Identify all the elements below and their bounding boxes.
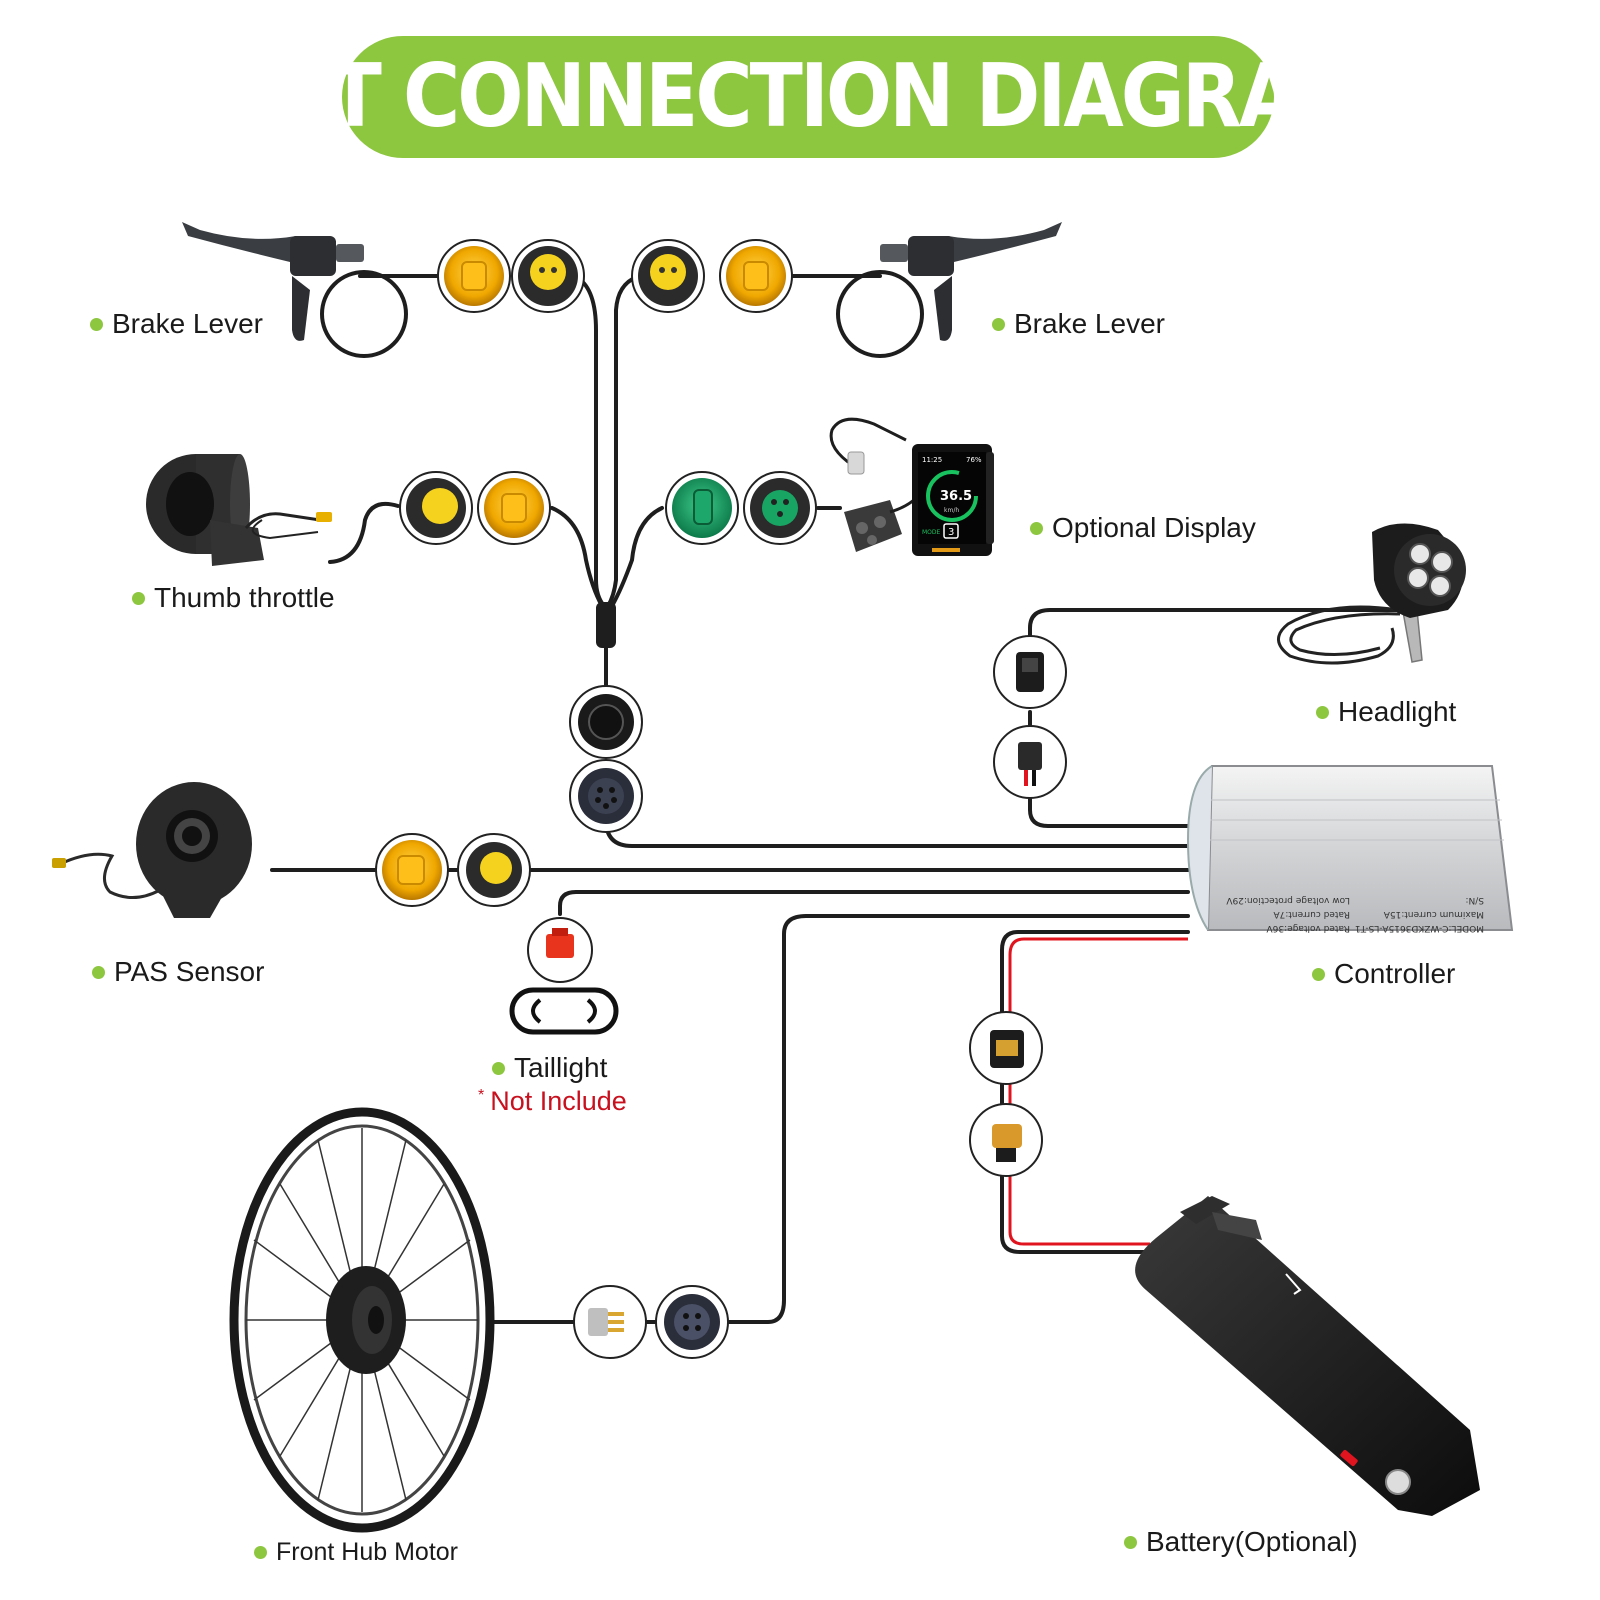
motor-connector-male: [573, 1285, 647, 1359]
taillight-connector: [527, 917, 593, 983]
label-battery: Battery(Optional): [1124, 1526, 1358, 1558]
bullet-dot: [492, 1061, 505, 1075]
motor-connector-female: [655, 1285, 729, 1359]
label-thumb-throttle: Thumb throttle: [132, 582, 335, 614]
bullet-dot: [92, 965, 105, 979]
label-text: Front Hub Motor: [276, 1538, 459, 1566]
headlight: [1277, 523, 1466, 665]
controller-rated-current: Rated current:7A: [1273, 909, 1350, 919]
display-connector-female: [665, 471, 739, 545]
label-headlight: Headlight: [1316, 696, 1456, 728]
taillight-unit: [509, 987, 619, 1035]
pas-sensor: [52, 782, 252, 918]
label-optional-display: Optional Display: [1030, 512, 1256, 544]
display-time: 11:25: [922, 456, 942, 464]
note-text: Not Include: [490, 1086, 627, 1116]
battery-pack: [1135, 1196, 1480, 1516]
controller-low-voltage: Low voltage protection:29V: [1225, 895, 1350, 905]
label-brake-lever-right: Brake Lever: [992, 308, 1165, 340]
controller-box: MODEL:C-WZKD3615A-LS-T1 Maximum current:…: [1186, 765, 1514, 933]
thumb-throttle: [146, 454, 332, 566]
bullet-dot: [1124, 1535, 1137, 1549]
headlight-connector-male: [993, 725, 1067, 799]
brake-connector-right-male: [631, 239, 705, 313]
controller-rated-voltage: Rated voltage:36V: [1266, 923, 1350, 933]
headlight-connector-female: [993, 635, 1067, 709]
pas-connector-female: [375, 833, 449, 907]
label-text: Thumb throttle: [154, 582, 335, 613]
label-controller: Controller: [1312, 958, 1455, 990]
harness-junction: [596, 602, 616, 648]
label-text: Brake Lever: [1014, 308, 1165, 339]
display-battery: 76%: [966, 456, 982, 464]
controller-model: MODEL:C-WZKD3615A-LS-T1: [1355, 923, 1484, 933]
label-pas-sensor: PAS Sensor: [92, 956, 264, 988]
display-speed: 36.5: [940, 489, 972, 504]
bullet-dot: [254, 1546, 267, 1559]
taillight-not-included-note: * Not Include: [478, 1086, 627, 1117]
label-text: Battery(Optional): [1146, 1526, 1358, 1557]
brake-connector-right-female: [719, 239, 793, 313]
label-text: PAS Sensor: [114, 956, 265, 987]
display-mode: MODE: [922, 529, 941, 536]
display-speed-unit: km/h: [944, 507, 959, 514]
bullet-dot: [90, 317, 103, 331]
label-text: Controller: [1334, 958, 1456, 989]
controller-max-current: Maximum current:15A: [1383, 909, 1484, 919]
label-text: Taillight: [514, 1052, 608, 1083]
brake-lever-right: [836, 222, 1062, 358]
label-taillight: Taillight: [492, 1052, 607, 1084]
brake-connector-left-male: [511, 239, 585, 313]
controller-sn: S/N:: [1465, 895, 1484, 905]
bullet-dot: [992, 317, 1005, 331]
throttle-connector-male: [399, 471, 473, 545]
pas-connector-male: [457, 833, 531, 907]
main-harness-connector-female: [569, 759, 643, 833]
brake-lever-left: [182, 222, 408, 358]
label-text: Brake Lever: [112, 308, 263, 339]
label-text: Headlight: [1338, 696, 1457, 727]
bullet-dot: [132, 591, 145, 605]
front-hub-motor: [229, 1107, 495, 1533]
battery-connector-female: [969, 1011, 1043, 1085]
bullet-dot: [1030, 521, 1043, 535]
page-title: KIT CONNECTION DIAGRAM: [245, 46, 1374, 148]
display-connector-male: [743, 471, 817, 545]
brake-connector-left-female: [437, 239, 511, 313]
display-unit: 11:25 76% 36.5 km/h 3 MODE: [829, 417, 994, 556]
asterisk-icon: *: [478, 1087, 485, 1104]
battery-connector-male: [969, 1103, 1043, 1177]
throttle-connector-female: [477, 471, 551, 545]
label-front-hub-motor: Front Hub Motor: [254, 1538, 458, 1567]
label-text: Optional Display: [1052, 512, 1256, 543]
title-banner: KIT CONNECTION DIAGRAM: [245, 36, 1374, 158]
bullet-dot: [1312, 967, 1325, 981]
display-assist-level: 3: [948, 527, 954, 538]
main-harness-connector-male: [569, 685, 643, 759]
bullet-dot: [1316, 705, 1329, 719]
label-brake-lever-left: Brake Lever: [90, 308, 263, 340]
